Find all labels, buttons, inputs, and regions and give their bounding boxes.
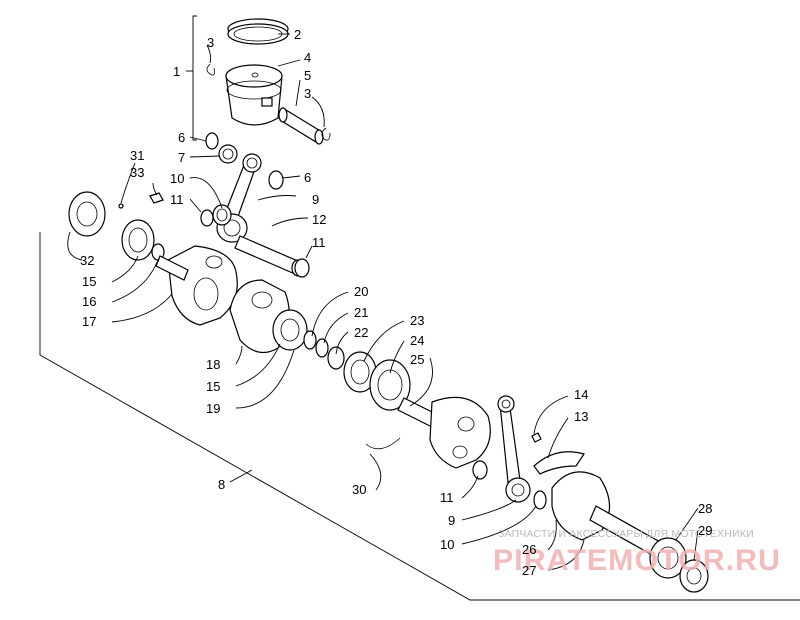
callout-15: 15: [82, 274, 96, 289]
callout-19: 19: [206, 401, 220, 416]
watermark-brand: PIRATEMOTOR.RU: [493, 544, 781, 577]
callout-7: 7: [178, 150, 185, 165]
callout-16: 16: [82, 294, 96, 309]
callout-32: 32: [80, 253, 94, 268]
wrist-pin: [278, 107, 324, 145]
main-bearing-28: [649, 537, 687, 579]
callout-11c: 11: [440, 490, 454, 505]
flywheel-half-right: [551, 471, 661, 557]
main-bearing-19: [272, 309, 308, 351]
callout-11: 11: [170, 192, 184, 207]
callout-6: 6: [178, 130, 185, 145]
bracket-1: [192, 15, 197, 141]
woodruff-key-14: [531, 432, 542, 443]
callout-10: 10: [170, 171, 184, 186]
snap-ring-30: [365, 437, 401, 450]
crank-half-25: [397, 396, 491, 469]
connecting-rod-upper: [216, 153, 262, 243]
callout-17: 17: [82, 314, 96, 329]
callout-27: 27: [522, 563, 536, 578]
shim-20: [303, 330, 317, 350]
callout-9b: 9: [448, 513, 455, 528]
piston: [225, 64, 283, 126]
callout-24: 24: [410, 333, 424, 348]
bracket-8: [39, 232, 800, 601]
spacer-22: [327, 346, 345, 370]
callout-33: 33: [130, 165, 144, 180]
callout-11b: 11: [312, 235, 326, 250]
circlip-3-right: [321, 127, 331, 141]
callout-29: 29: [698, 523, 712, 538]
callout-31: 31: [130, 148, 144, 163]
callout-13: 13: [574, 409, 588, 424]
oil-seal-32: [68, 191, 106, 237]
callout-22: 22: [354, 325, 368, 340]
crank-pin-12: [234, 235, 305, 277]
callout-14: 14: [574, 387, 588, 402]
callout-18: 18: [206, 357, 220, 372]
pin-31: [118, 203, 124, 209]
callout-12: 12: [312, 212, 326, 227]
callout-9: 9: [312, 192, 319, 207]
washer-11-upper-right: [294, 258, 310, 278]
connecting-rod-lower: [497, 395, 521, 483]
leader-8: [229, 469, 253, 483]
washer-11-lower-right: [533, 490, 547, 510]
callout-26: 26: [522, 542, 536, 557]
callout-5: 5: [304, 68, 311, 83]
labyrinth-seal-23: [343, 351, 377, 393]
main-bearing-15-left: [121, 219, 155, 261]
callout-23: 23: [410, 313, 424, 328]
flywheel-half-17: [155, 245, 238, 326]
main-bearing-24: [369, 359, 411, 411]
callout-labels: 1 2 3 4 5 3 6 7 6 10 9 11 12 11 31 33 32…: [80, 27, 712, 578]
callout-3b: 3: [304, 86, 311, 101]
shim-21: [315, 338, 329, 358]
callout-1: 1: [173, 64, 180, 79]
callout-15b: 15: [206, 379, 220, 394]
callout-10b: 10: [440, 537, 454, 552]
needle-bearing-7: [218, 144, 238, 164]
counterweight-13: [533, 451, 585, 475]
circlip-3-left: [206, 63, 215, 76]
thrust-washer-6b: [268, 170, 284, 190]
piston-rings: [227, 18, 289, 45]
callout-2: 2: [294, 27, 301, 42]
callout-3: 3: [207, 35, 214, 50]
washer-11-upper-left: [200, 209, 214, 227]
callout-4: 4: [304, 50, 311, 65]
callout-6b: 6: [304, 170, 311, 185]
thrust-washer-6: [205, 132, 219, 150]
leader-lines: [67, 33, 699, 571]
needle-bearing-10-lower: [505, 477, 531, 503]
callout-20: 20: [354, 284, 368, 299]
washer-11-lower: [472, 460, 488, 480]
callout-25: 25: [410, 352, 424, 367]
callout-28: 28: [698, 501, 712, 516]
watermark-caption: ЗАПЧАСТИ И АКСЕССУАРЫ ДЛЯ МОТОТЕХНИКИ: [498, 528, 754, 540]
callout-30: 30: [352, 482, 366, 497]
callout-21: 21: [354, 305, 368, 320]
callout-8: 8: [218, 477, 225, 492]
